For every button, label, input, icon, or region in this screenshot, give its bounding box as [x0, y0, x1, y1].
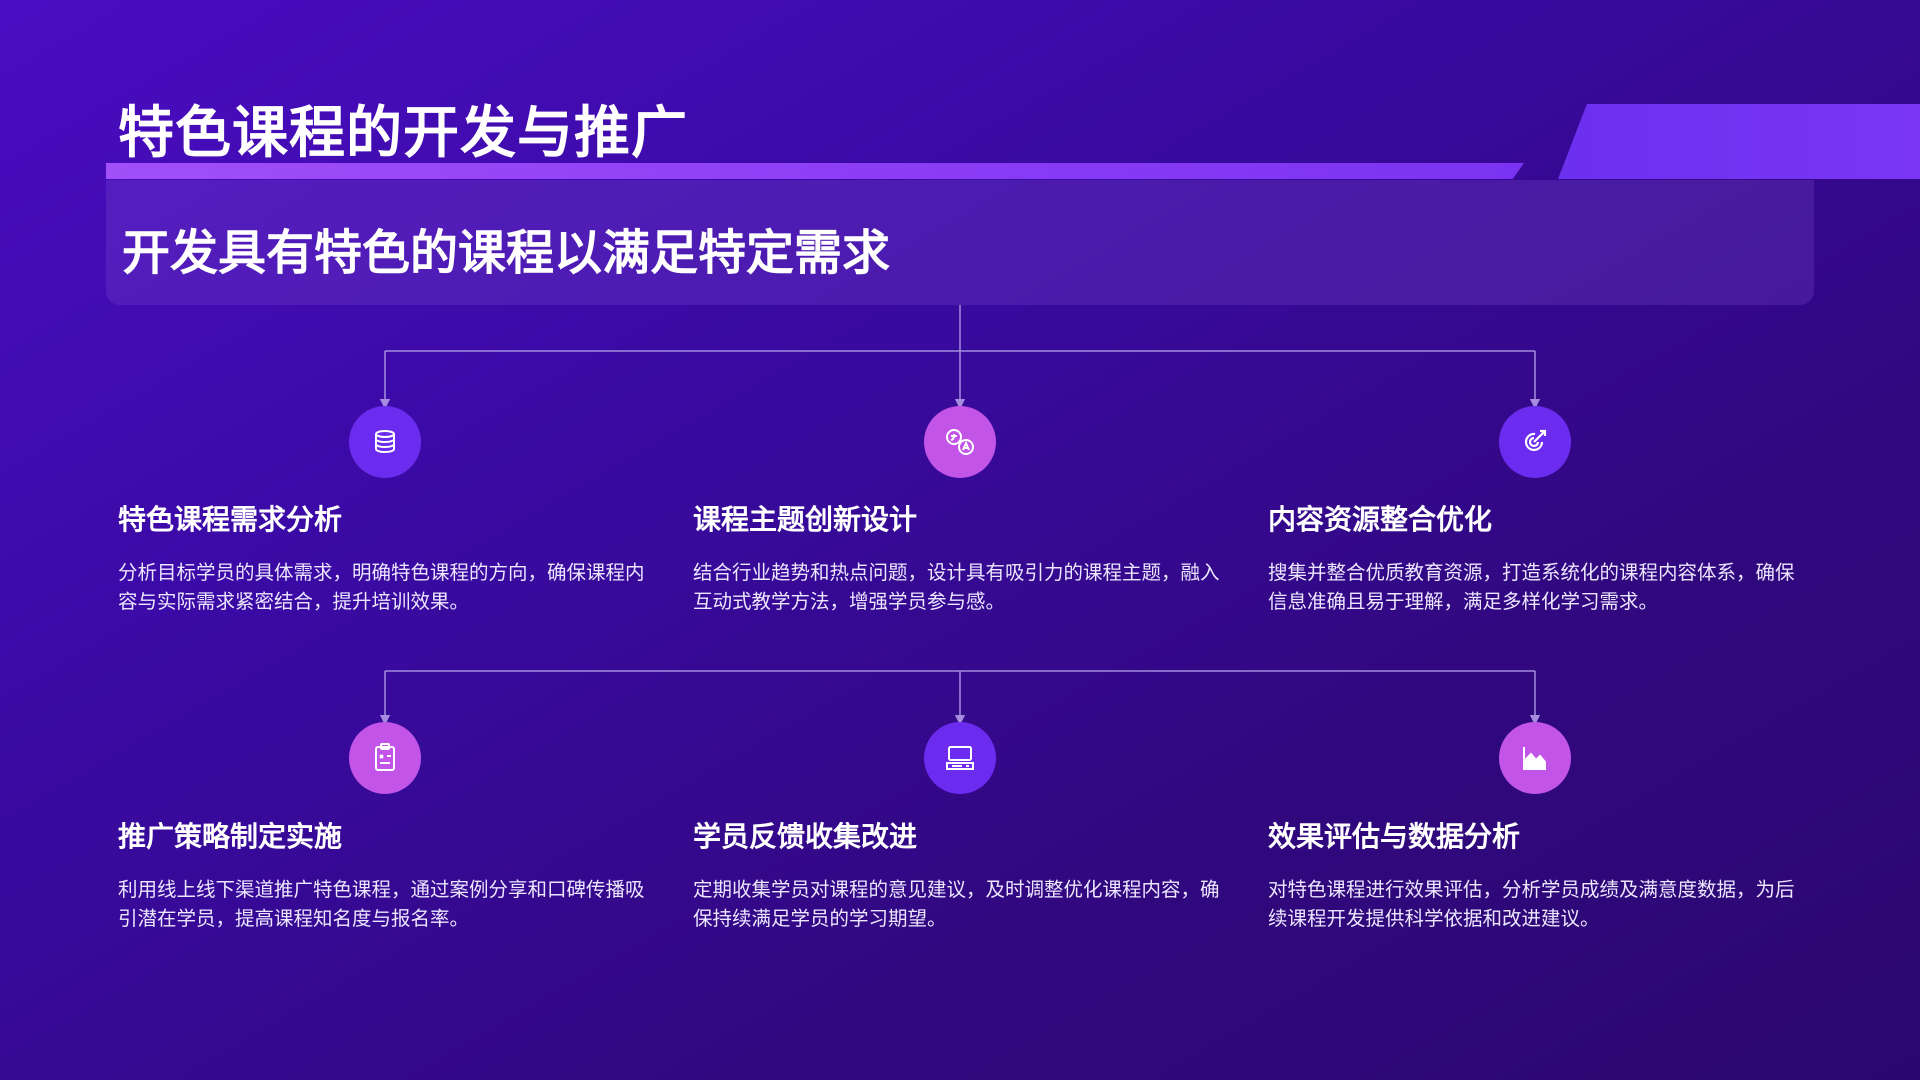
page-title: 特色课程的开发与推广 [118, 101, 688, 166]
card-promotion-strategy: 推广策略制定实施 利用线上线下渠道推广特色课程，通过案例分享和口碑传播吸引潜在学… [118, 815, 658, 933]
card-title: 特色课程需求分析 [118, 503, 343, 536]
card-effect-evaluation: 效果评估与数据分析 对特色课程进行效果评估，分析学员成绩及满意度数据，为后续课程… [1268, 815, 1808, 933]
subtitle-panel: 开发具有特色的课程以满足特定需求 [106, 180, 1814, 305]
card-title: 效果评估与数据分析 [1268, 820, 1521, 853]
card-demand-analysis: 特色课程需求分析 分析目标学员的具体需求，明确特色课程的方向，确保课程内容与实际… [118, 498, 658, 616]
card-resource-integration: 内容资源整合优化 搜集并整合优质教育资源，打造系统化的课程内容体系，确保信息准确… [1268, 498, 1808, 616]
title-underline [106, 163, 1524, 179]
clipboard-strategy-icon [349, 722, 421, 794]
corner-decoration [1558, 104, 1920, 179]
card-description: 结合行业趋势和热点问题，设计具有吸引力的课程主题，融入互动式教学方法，增强学员参… [693, 561, 1220, 613]
card-title: 内容资源整合优化 [1268, 503, 1493, 536]
area-chart-icon [1499, 722, 1571, 794]
card-theme-design: 课程主题创新设计 结合行业趋势和热点问题，设计具有吸引力的课程主题，融入互动式教… [693, 498, 1233, 616]
card-title: 推广策略制定实施 [118, 820, 343, 853]
card-feedback-collection: 学员反馈收集改进 定期收集学员对课程的意见建议，及时调整优化课程内容，确保持续满… [693, 815, 1233, 933]
translate-exchange-icon [924, 406, 996, 478]
computer-terminal-icon [924, 722, 996, 794]
card-title: 学员反馈收集改进 [693, 820, 918, 853]
coins-stack-icon [349, 406, 421, 478]
card-description: 对特色课程进行效果评估，分析学员成绩及满意度数据，为后续课程开发提供科学依据和改… [1268, 878, 1795, 930]
card-description: 利用线上线下渠道推广特色课程，通过案例分享和口碑传播吸引潜在学员，提高课程知名度… [118, 878, 645, 930]
card-title: 课程主题创新设计 [693, 503, 918, 536]
target-arrow-icon [1499, 406, 1571, 478]
subtitle: 开发具有特色的课程以满足特定需求 [122, 225, 891, 281]
card-description: 搜集并整合优质教育资源，打造系统化的课程内容体系，确保信息准确且易于理解，满足多… [1268, 561, 1795, 613]
card-description: 定期收集学员对课程的意见建议，及时调整优化课程内容，确保持续满足学员的学习期望。 [693, 878, 1220, 930]
card-description: 分析目标学员的具体需求，明确特色课程的方向，确保课程内容与实际需求紧密结合，提升… [118, 561, 645, 613]
